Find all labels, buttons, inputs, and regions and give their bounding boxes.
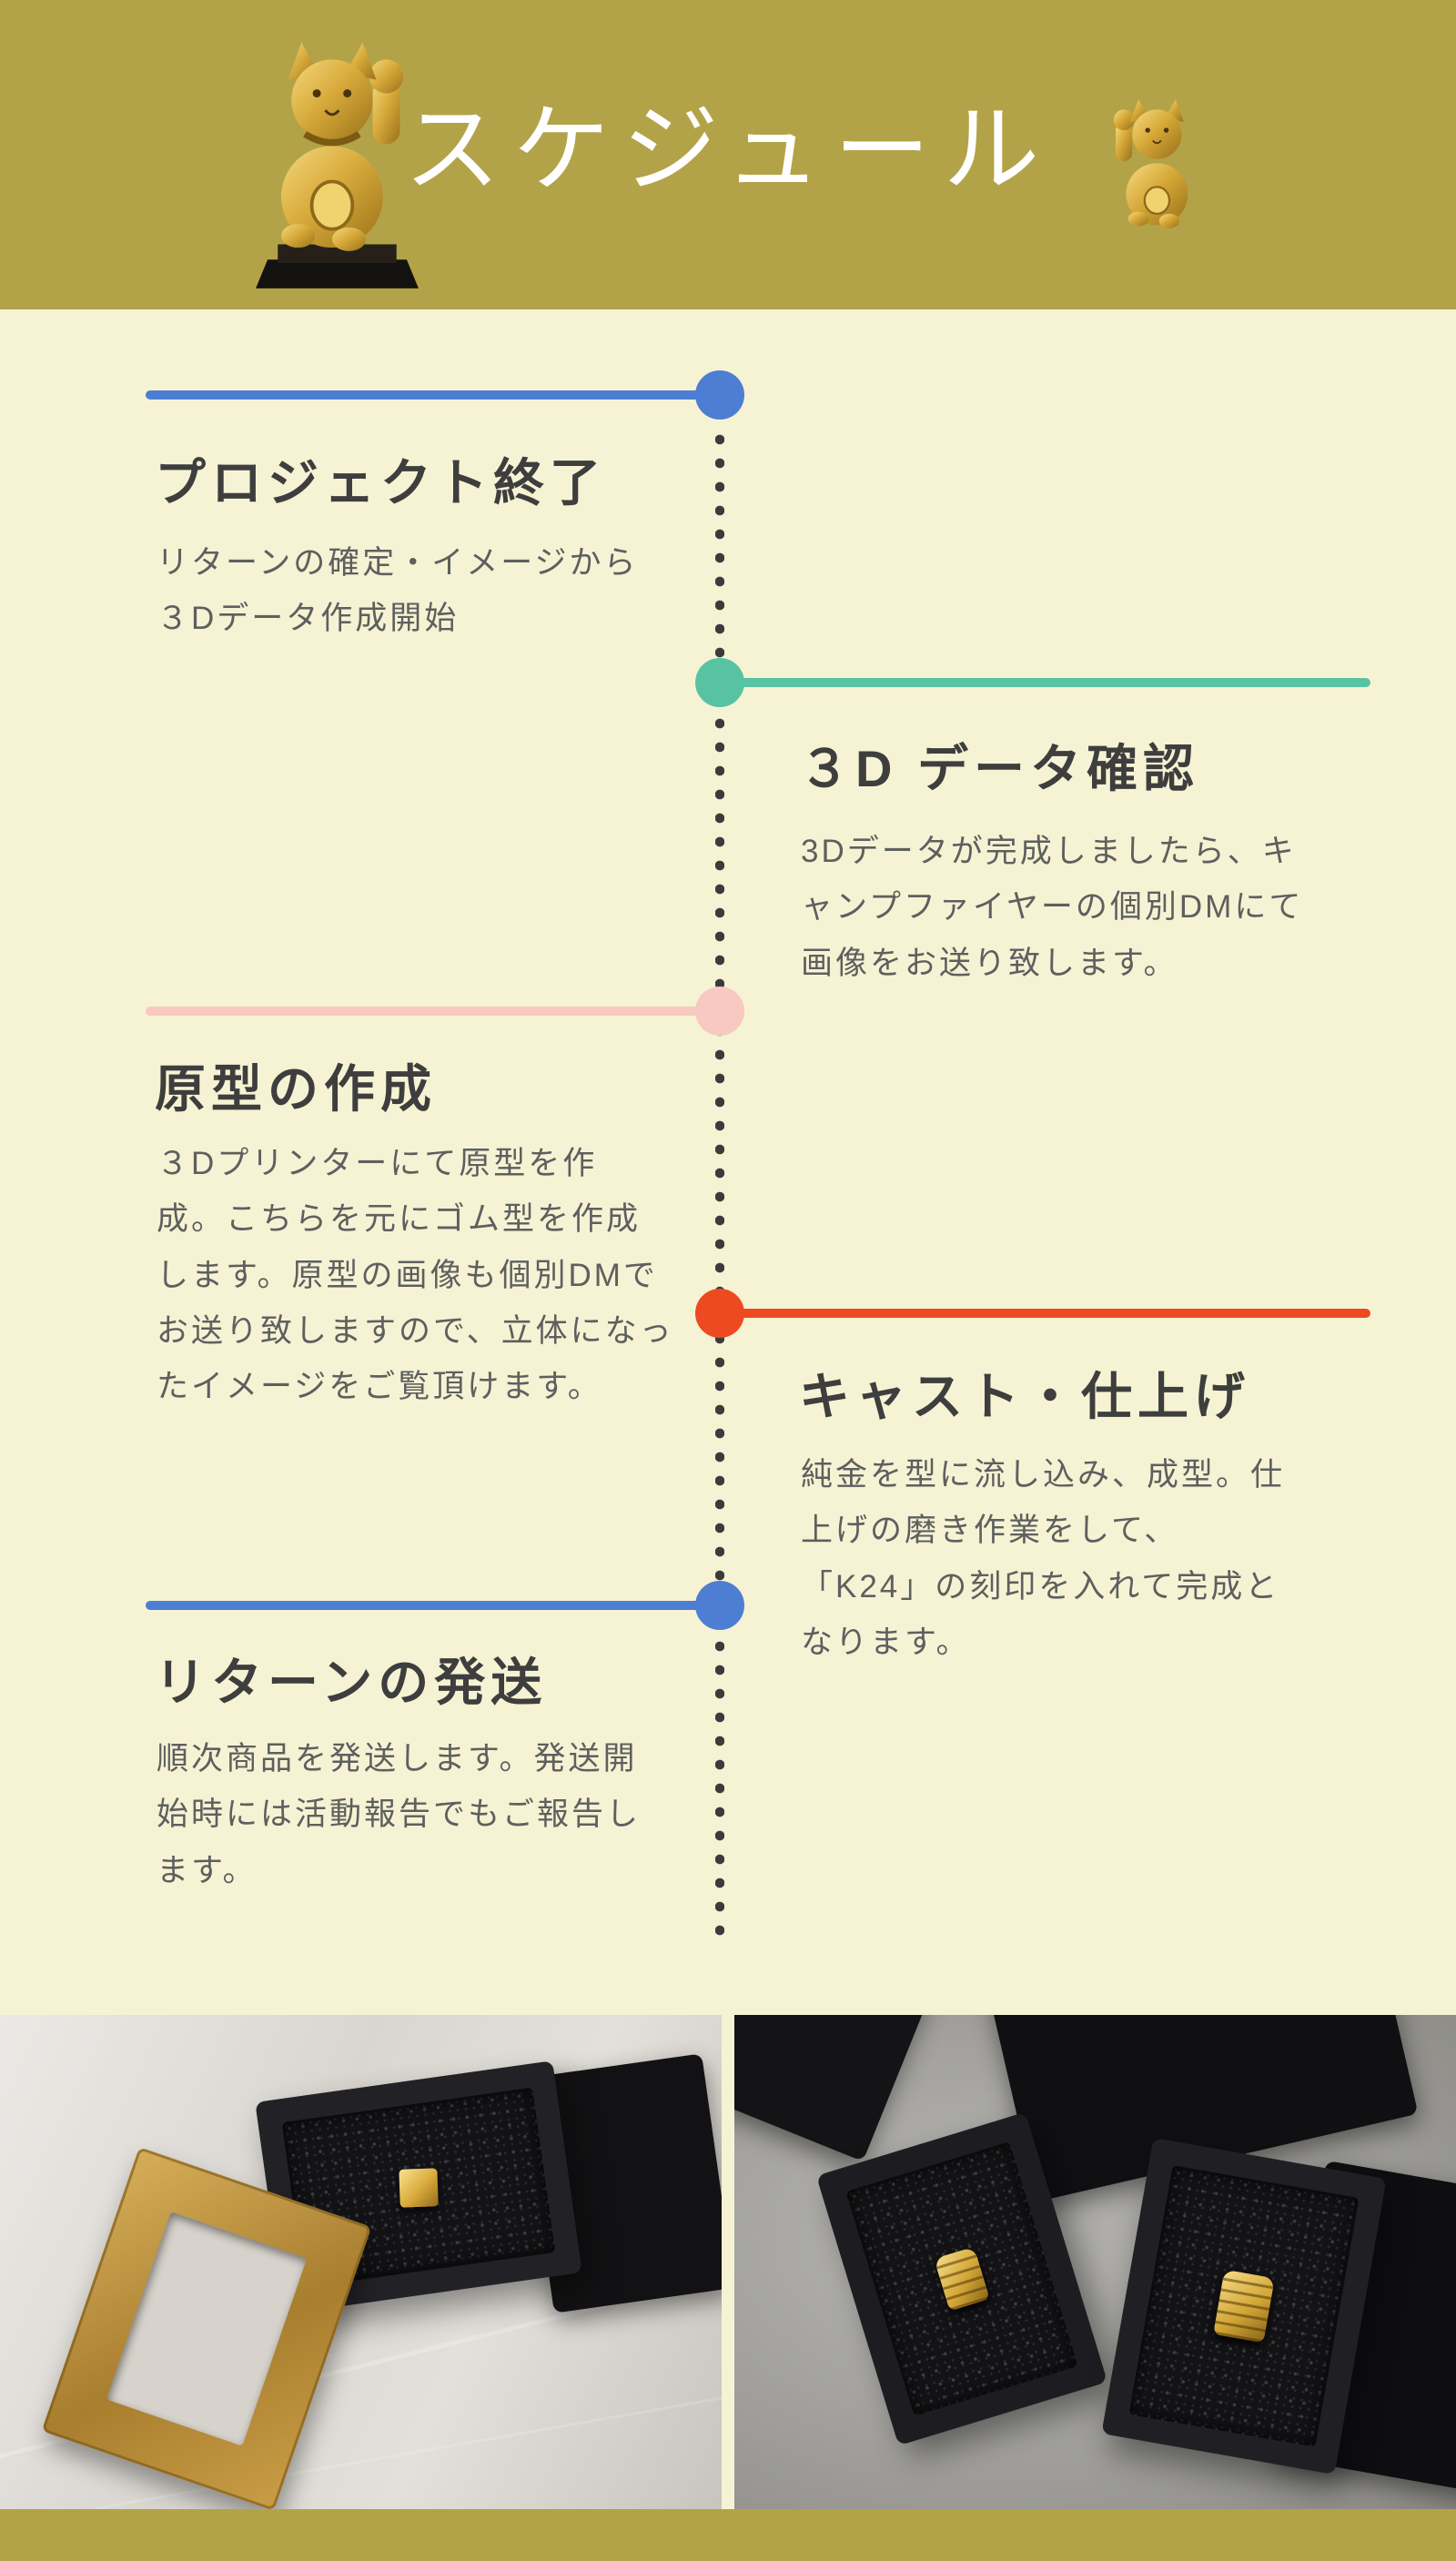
timeline-item-body: リターンの確定・イメージから ３Dデータ作成開始 [157, 545, 639, 637]
timeline-item-heading: ３D データ確認 [799, 740, 1199, 797]
timeline-node-dot [695, 658, 744, 707]
page-title: スケジュール [403, 94, 1053, 206]
charm-detail [934, 2246, 990, 2312]
gold-cube-charm [399, 2167, 439, 2208]
timeline-connector [146, 390, 720, 400]
product-photos [0, 2015, 1456, 2509]
timeline-connector [146, 1007, 720, 1016]
gold-pharaoh-charm [934, 2246, 990, 2312]
timeline-item-body: 順次商品を発送します。発送開 始時には活動報告でもご報告し ます。 [157, 1741, 642, 1888]
photo-pharaoh-charm-boxes [734, 2015, 1456, 2509]
charm-detail [1213, 2269, 1275, 2343]
timeline-connector [720, 1309, 1370, 1318]
photo-gold-cube-box [0, 2015, 722, 2509]
gold-pharaoh-charm [1213, 2269, 1275, 2343]
timeline-node-dot [695, 1289, 744, 1338]
maneki-neko-cat-small-icon [1090, 91, 1218, 246]
timeline-connector [146, 1601, 720, 1610]
box-foam-insert [1128, 2165, 1360, 2447]
timeline-item-body: 3Dデータが完成しましたら、キ ャンプファイヤーの個別DMにて 画像をお送り致し… [801, 834, 1304, 981]
timeline-node-dot [695, 987, 744, 1036]
timeline-connector [720, 678, 1370, 687]
maneki-neko-cat-icon [244, 35, 430, 291]
footer-band [0, 2509, 1456, 2561]
timeline-item-body: ３Dプリンターにて原型を作 成。こちらを元にゴム型を作成 します。原型の画像も個… [157, 1146, 674, 1404]
timeline-item-body: 純金を型に流し込み、成型。仕 上げの磨き作業をして、 「K24」の刻印を入れて完… [801, 1457, 1286, 1660]
timeline-item-heading: プロジェクト終了 [155, 454, 606, 511]
timeline-item-heading: 原型の作成 [155, 1060, 437, 1118]
box-foam-insert [845, 2141, 1078, 2416]
timeline-item-heading: リターンの発送 [155, 1654, 548, 1711]
timeline-node-dot [695, 1581, 744, 1630]
timeline: プロジェクト終了 リターンの確定・イメージから ３Dデータ作成開始 ３D データ… [0, 309, 1456, 2015]
box-lid [734, 2015, 935, 2162]
timeline-node-dot [695, 370, 744, 420]
header-banner: スケジュール [0, 0, 1456, 309]
timeline-dotted-axis [715, 428, 724, 1948]
timeline-item-heading: キャスト・仕上げ [799, 1368, 1250, 1425]
gold-frame-opening [106, 2212, 308, 2446]
